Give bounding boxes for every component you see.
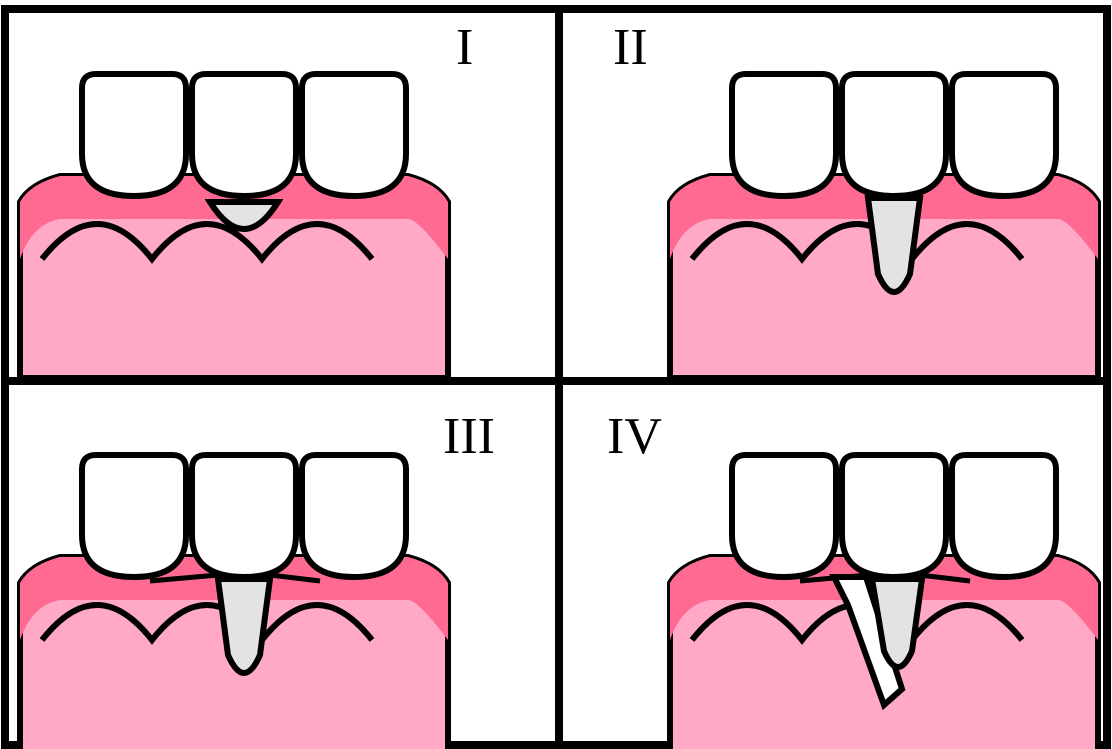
panel-label-ii: II [613, 19, 648, 76]
tooth-crown-icon [842, 74, 946, 196]
panel-label-i: I [456, 19, 473, 76]
tooth-crown-icon [952, 74, 1056, 196]
panel-iv [670, 455, 1098, 749]
tooth-crown-icon [82, 455, 186, 577]
tooth-crown-icon [842, 455, 946, 577]
tooth-crown-icon [732, 74, 836, 196]
panel-iii [20, 455, 448, 749]
panel-i [20, 74, 448, 378]
panel-label-iii: III [443, 408, 495, 465]
tooth-crown-icon [302, 74, 406, 196]
tooth-crown-icon [302, 455, 406, 577]
tooth-crown-icon [732, 455, 836, 577]
tooth-crown-icon [82, 74, 186, 196]
panel-ii [670, 74, 1098, 378]
panel-label-iv: IV [607, 408, 662, 465]
tooth-crown-icon [192, 74, 296, 196]
tooth-crown-icon [192, 455, 296, 577]
tooth-crown-icon [952, 455, 1056, 577]
